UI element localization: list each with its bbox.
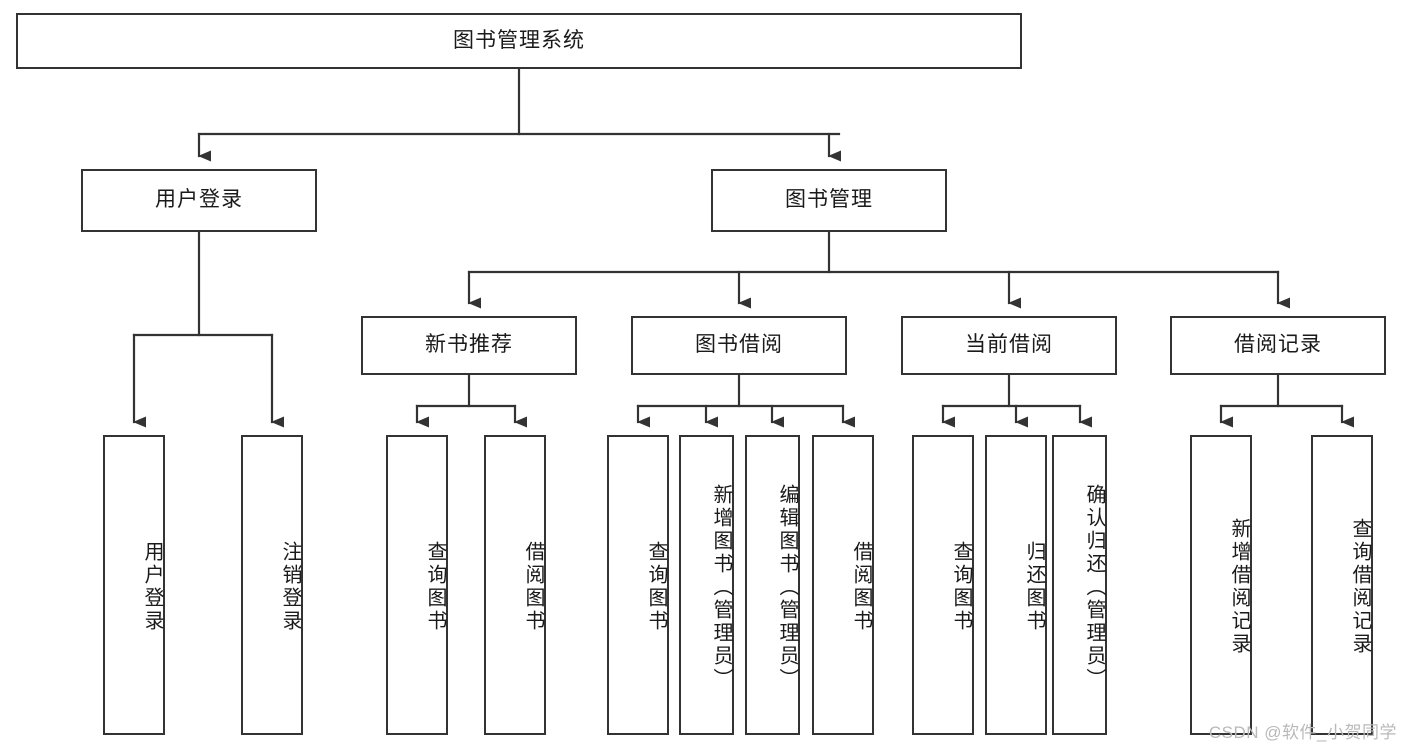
node-current-borrow[interactable]: 当前借阅 [901,316,1117,375]
leaf-add-book[interactable]: 新增图书（管理员） [679,435,734,735]
leaf-query-book-rec-label: 查询图书 [424,541,446,633]
leaf-borrow-book-label: 借阅图书 [850,541,872,633]
leaf-query-book-rec[interactable]: 查询图书 [386,435,448,735]
leaf-edit-book[interactable]: 编辑图书（管理员） [745,435,800,735]
leaf-query-book-current[interactable]: 查询图书 [912,435,974,735]
node-new-book-recommend-label: 新书推荐 [425,333,513,357]
node-borrow-record[interactable]: 借阅记录 [1170,316,1386,375]
leaf-query-book-borrow-label: 查询图书 [645,541,667,633]
node-user-login-label: 用户登录 [155,188,243,212]
leaf-add-record-label: 新增借阅记录 [1228,518,1250,656]
node-root[interactable]: 图书管理系统 [16,13,1022,69]
leaf-logout-label: 注销登录 [279,541,301,633]
leaf-borrow-book-rec[interactable]: 借阅图书 [484,435,546,735]
node-root-label: 图书管理系统 [453,28,585,52]
leaf-confirm-return-label: 确认归还（管理员） [1083,483,1105,691]
leaf-return-book[interactable]: 归还图书 [985,435,1047,735]
node-borrow-record-label: 借阅记录 [1234,333,1322,357]
node-current-borrow-label: 当前借阅 [965,333,1053,357]
leaf-logout[interactable]: 注销登录 [241,435,303,735]
node-user-login[interactable]: 用户登录 [81,169,317,232]
leaf-borrow-book[interactable]: 借阅图书 [812,435,874,735]
node-book-management[interactable]: 图书管理 [711,169,947,232]
node-book-management-label: 图书管理 [785,188,873,212]
leaf-query-record-label: 查询借阅记录 [1349,518,1371,656]
leaf-query-record[interactable]: 查询借阅记录 [1311,435,1373,735]
leaf-query-book-current-label: 查询图书 [950,541,972,633]
node-book-borrow[interactable]: 图书借阅 [631,316,847,375]
leaf-user-login[interactable]: 用户登录 [103,435,165,735]
leaf-edit-book-label: 编辑图书（管理员） [776,483,798,691]
leaf-user-login-label: 用户登录 [141,541,163,633]
node-new-book-recommend[interactable]: 新书推荐 [361,316,577,375]
leaf-borrow-book-rec-label: 借阅图书 [522,541,544,633]
node-book-borrow-label: 图书借阅 [695,333,783,357]
leaf-return-book-label: 归还图书 [1023,541,1045,633]
leaf-add-record[interactable]: 新增借阅记录 [1190,435,1252,735]
leaf-confirm-return[interactable]: 确认归还（管理员） [1052,435,1107,735]
leaf-add-book-label: 新增图书（管理员） [710,483,732,691]
leaf-query-book-borrow[interactable]: 查询图书 [607,435,669,735]
